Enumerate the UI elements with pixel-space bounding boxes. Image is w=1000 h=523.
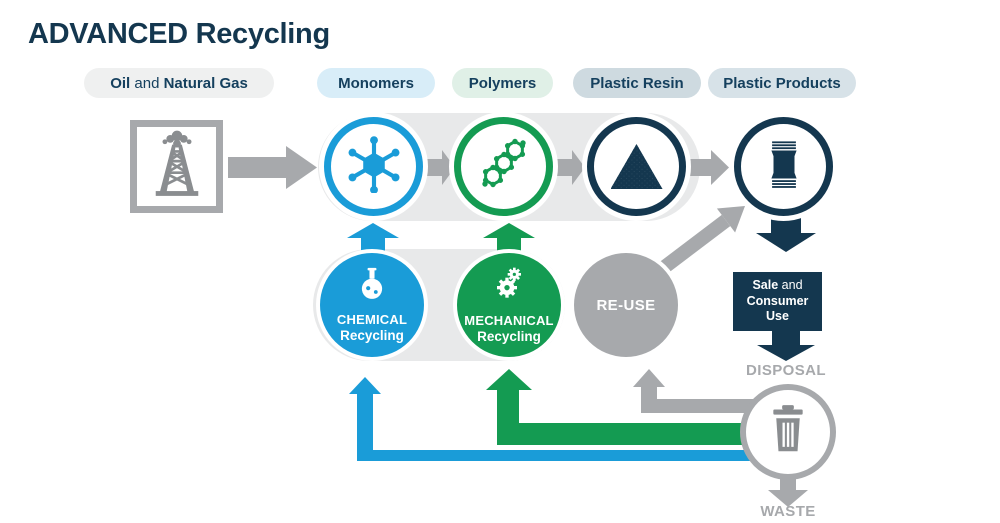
node-oil-and-natural-gas	[130, 120, 223, 213]
oil-derrick-icon	[148, 129, 206, 204]
chemical-recycling-label-line2: Recycling	[340, 328, 404, 343]
title-rest: Recycling	[195, 18, 331, 50]
chemical-recycling-label-line1: CHEMICAL	[336, 312, 408, 327]
stage-label-oil-and-natural-gas: Oil and Natural Gas	[84, 68, 274, 98]
disposal-label: DISPOSAL	[746, 362, 826, 379]
node-monomers	[324, 117, 423, 216]
node-reuse: RE-USE	[574, 253, 678, 357]
page-title: ADVANCED Recycling	[28, 18, 330, 51]
gears-icon	[489, 265, 529, 310]
arrow-reuse-to-products	[653, 206, 745, 278]
node-sale-and-consumer-use: Sale and Consumer Use	[733, 272, 822, 331]
stage-label-monomers: Monomers	[317, 68, 435, 98]
node-polymers	[454, 117, 553, 216]
waste-label: WASTE	[760, 503, 816, 520]
node-plastic-products	[734, 117, 833, 216]
title-emphasis: ADVANCED	[28, 18, 188, 50]
arrow-monomers-to-polymers	[426, 150, 455, 185]
stage-label-polymers: Polymers	[452, 68, 553, 98]
mechanical-recycling-label-line2: Recycling	[477, 329, 541, 344]
arrow-resin-to-products	[689, 150, 729, 185]
node-plastic-resin	[587, 117, 686, 216]
arrow-sale-to-disposal	[757, 331, 815, 361]
path-waste-to-chemical	[349, 377, 780, 461]
arrow-chemical-to-monomers	[347, 223, 399, 258]
node-waste-bin	[740, 384, 836, 480]
arrow-mechanical-to-polymers	[483, 223, 535, 258]
node-chemical-recycling: CHEMICAL Recycling	[320, 253, 424, 357]
molecule-icon	[345, 135, 403, 198]
mechanical-recycling-label-line1: MECHANICAL	[464, 313, 554, 328]
polymer-chain-icon	[476, 136, 532, 197]
node-mechanical-recycling: MECHANICAL Recycling	[457, 253, 561, 357]
stage-label-plastic-resin: Plastic Resin	[573, 68, 701, 98]
arrow-oil-to-monomers	[228, 146, 317, 189]
trash-bin-icon	[766, 404, 810, 461]
path-waste-to-mechanical	[486, 369, 780, 445]
arrow-polymers-to-resin	[556, 150, 585, 185]
packaged-product-icon	[763, 140, 805, 194]
reuse-label: RE-USE	[596, 296, 656, 314]
stage-label-plastic-products: Plastic Products	[708, 68, 856, 98]
flask-icon	[353, 266, 391, 309]
resin-pellets-icon	[610, 144, 663, 189]
